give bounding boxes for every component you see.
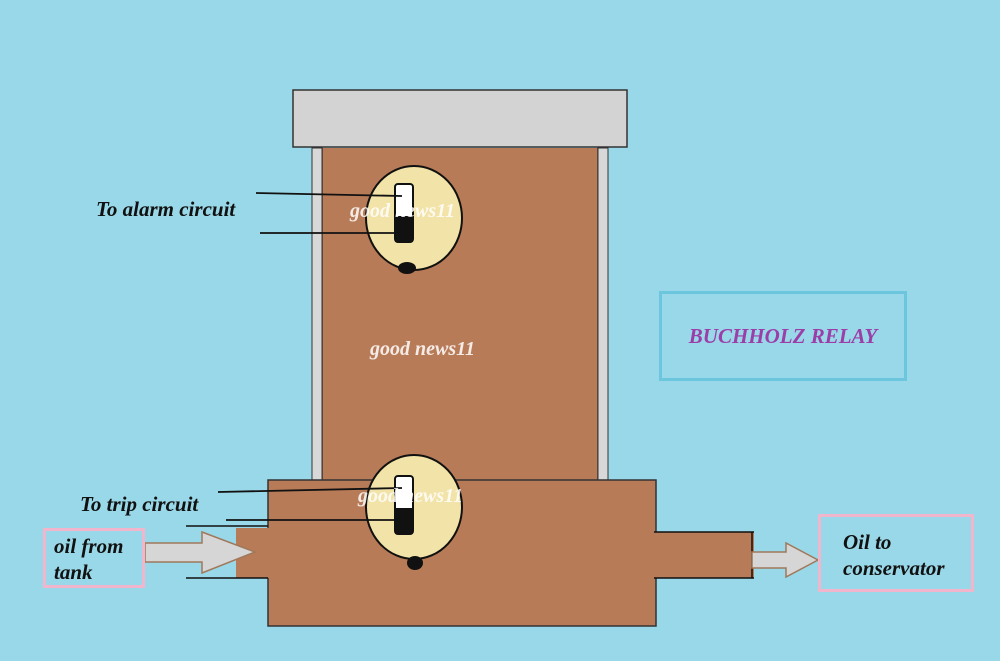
diagram-title: BUCHHOLZ RELAY [688,323,878,348]
lower-mercury-level [395,508,413,534]
outlet-label-box: Oil to conservator [818,514,974,592]
inlet-arrow [144,530,258,575]
alarm-circuit-label: To alarm circuit [96,197,236,221]
outlet-label-line2: conservator [843,556,945,580]
upper-mercury-level [395,216,413,242]
body-left-wall [311,147,323,481]
relay-cap [292,89,628,148]
watermark-lower: good news11 [358,485,464,507]
inlet-label-line2: tank [54,560,93,584]
outlet-label-line1: Oil to [843,530,892,554]
title-box: BUCHHOLZ RELAY [659,291,907,381]
outlet-arrow [751,541,820,579]
inlet-label-line1: oil from [54,534,124,558]
upper-pivot [398,262,416,274]
watermark-upper: good news11 [350,200,456,222]
body-right-wall [597,147,609,481]
trip-circuit-label: To trip circuit [80,492,199,516]
relay-upper-body [312,148,608,483]
inlet-label-box: oil from tank [43,528,145,588]
watermark-middle: good news11 [370,338,476,360]
trip-wire-1 [217,487,403,493]
outlet-pipe [654,532,754,578]
alarm-wire-1 [255,192,403,197]
lower-pivot [407,556,423,570]
